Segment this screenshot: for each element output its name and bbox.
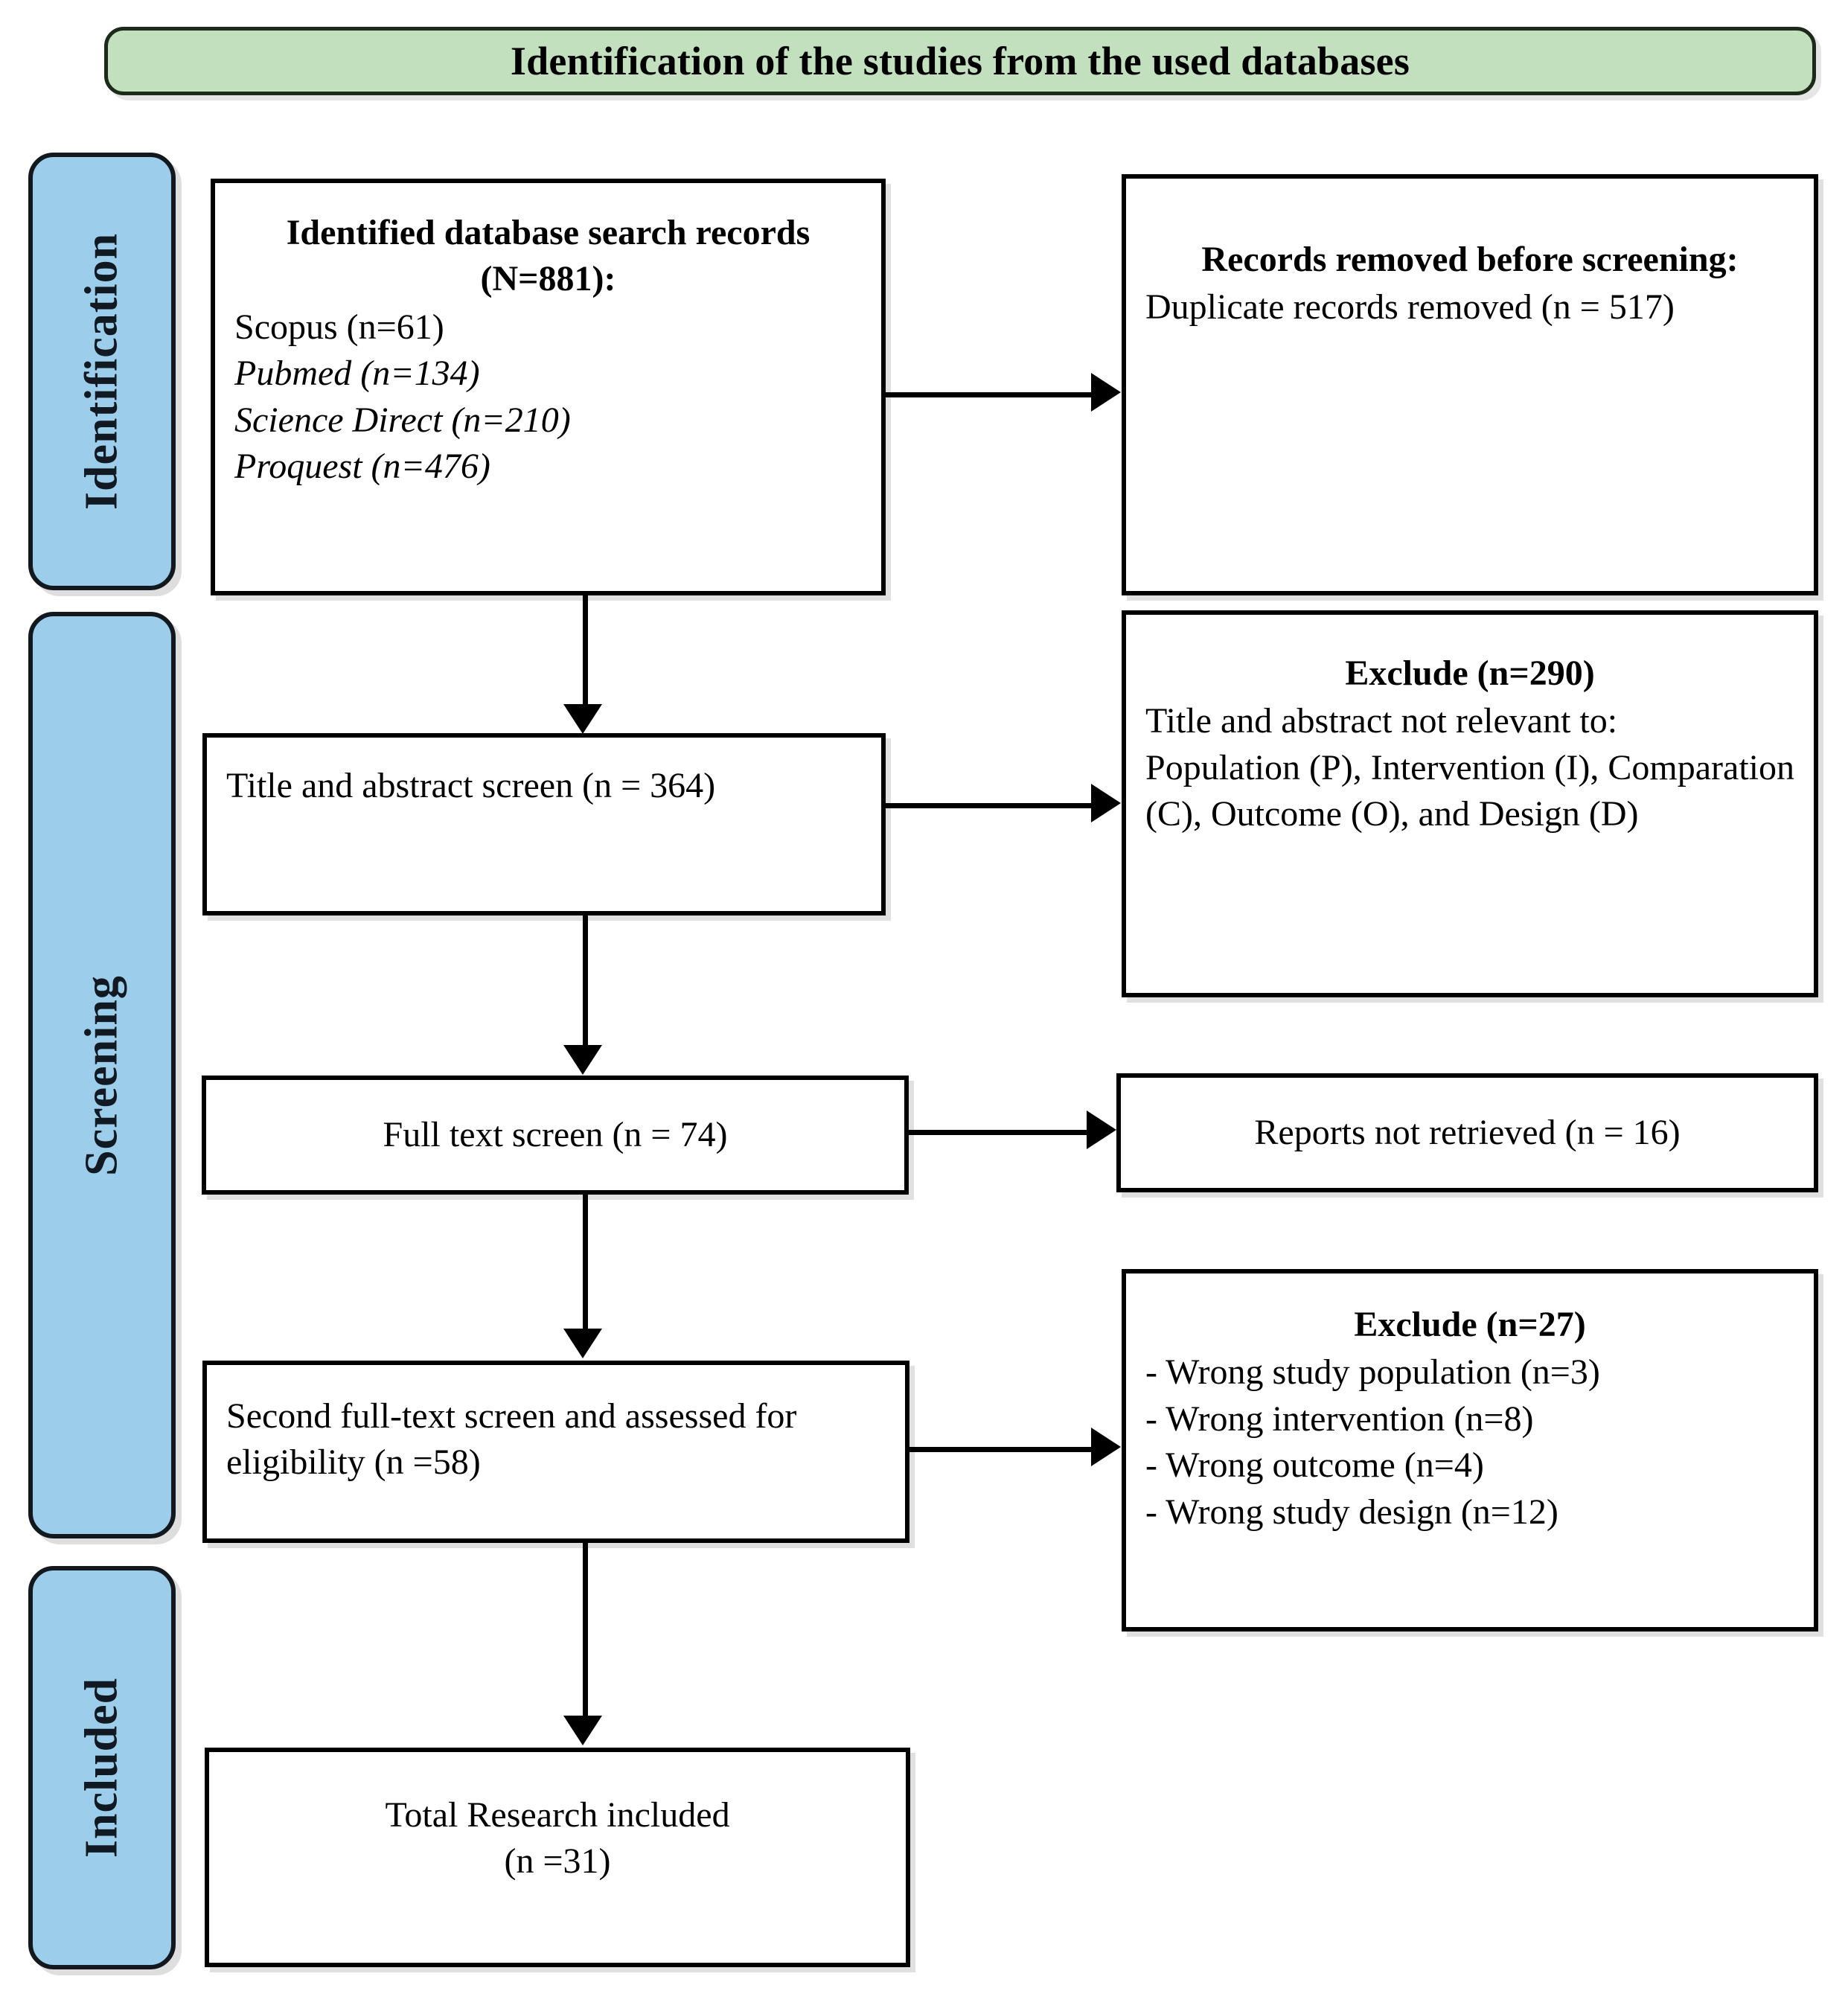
exclude-27-item-wrong-study-population: - Wrong study population (n=3) [1145, 1352, 1600, 1393]
stage-rail-screening-label: Screening [76, 974, 127, 1176]
stage-rail-identification: Identification [28, 153, 176, 590]
identified-records-line-proquest: Proquest (n=476) [234, 446, 490, 486]
identified-records-line-scopus: Scopus (n=61) [234, 307, 444, 347]
diagram-title: Identification of the studies from the u… [510, 39, 1410, 83]
records-removed-header: Records removed before screening: [1201, 240, 1739, 279]
box-total-research-included: Total Research included (n =31) [205, 1748, 910, 1967]
arrow-title-screen-to-full-text-head-icon [563, 1045, 602, 1075]
exclude-290-body-line2: Population (P), Intervention (I), Compar… [1145, 747, 1794, 834]
full-text-screen-body: Full text screen (n = 74) [383, 1114, 728, 1154]
arrow-title-screen-to-exclude-290-line [886, 803, 1102, 808]
total-included-line2: (n =31) [504, 1841, 611, 1882]
arrow-second-screen-to-total-included-head-icon [563, 1716, 602, 1745]
box-exclude-290: Exclude (n=290) Title and abstract not r… [1122, 610, 1818, 997]
exclude-290-header: Exclude (n=290) [1345, 653, 1595, 693]
box-identified-records: Identified database search records (N=88… [211, 179, 886, 595]
box-full-text-screen: Full text screen (n = 74) [202, 1076, 909, 1195]
diagram-title-banner: Identification of the studies from the u… [104, 27, 1816, 95]
arrow-full-text-to-reports-not-retrieved-head-icon [1087, 1110, 1116, 1149]
exclude-290-body-line1: Title and abstract not relevant to: [1145, 701, 1618, 741]
reports-not-retrieved-body: Reports not retrieved (n = 16) [1254, 1112, 1681, 1152]
box-reports-not-retrieved: Reports not retrieved (n = 16) [1116, 1073, 1818, 1192]
identified-records-header: Identified database search records (N=88… [286, 213, 811, 299]
arrow-second-screen-to-exclude-27-line [909, 1447, 1102, 1452]
exclude-27-header: Exclude (n=27) [1354, 1305, 1586, 1344]
box-exclude-27: Exclude (n=27) - Wrong study population … [1122, 1269, 1818, 1632]
arrow-second-screen-to-total-included-line [583, 1543, 588, 1717]
stage-rail-included: Included [28, 1566, 176, 1969]
stage-rail-screening: Screening [28, 612, 176, 1538]
box-second-full-text-screen: Second full-text screen and assessed for… [202, 1361, 909, 1543]
arrow-full-text-to-second-screen-head-icon [563, 1329, 602, 1358]
arrow-full-text-to-second-screen-line [583, 1195, 588, 1330]
arrow-second-screen-to-exclude-27-head-icon [1091, 1428, 1121, 1466]
arrow-title-screen-to-full-text-line [583, 915, 588, 1046]
arrow-identified-to-records-removed-line [886, 392, 1102, 397]
stage-rail-identification-label: Identification [76, 232, 127, 511]
second-full-text-body: Second full-text screen and assessed for… [226, 1396, 797, 1483]
arrow-identified-to-records-removed-head-icon [1091, 373, 1121, 412]
arrow-title-screen-to-exclude-290-head-icon [1091, 784, 1121, 822]
stage-rail-included-label: Included [76, 1677, 127, 1859]
identified-records-line-science-direct: Science Direct (n=210) [234, 400, 571, 440]
arrow-identified-to-title-screen-line [583, 595, 588, 706]
box-records-removed-before-screening: Records removed before screening: Duplic… [1122, 174, 1818, 595]
arrow-full-text-to-reports-not-retrieved-line [909, 1130, 1091, 1135]
exclude-27-item-wrong-intervention: - Wrong intervention (n=8) [1145, 1399, 1534, 1439]
box-title-abstract-screen: Title and abstract screen (n = 364) [202, 733, 886, 915]
exclude-27-item-wrong-outcome: - Wrong outcome (n=4) [1145, 1445, 1484, 1486]
total-included-line1: Total Research included [385, 1795, 730, 1835]
identified-records-line-pubmed: Pubmed (n=134) [234, 354, 480, 394]
arrow-identified-to-title-screen-head-icon [563, 704, 602, 734]
title-abstract-screen-body: Title and abstract screen (n = 364) [226, 766, 716, 805]
records-removed-body: Duplicate records removed (n = 517) [1145, 287, 1675, 327]
exclude-27-item-wrong-study-design: - Wrong study design (n=12) [1145, 1492, 1558, 1532]
